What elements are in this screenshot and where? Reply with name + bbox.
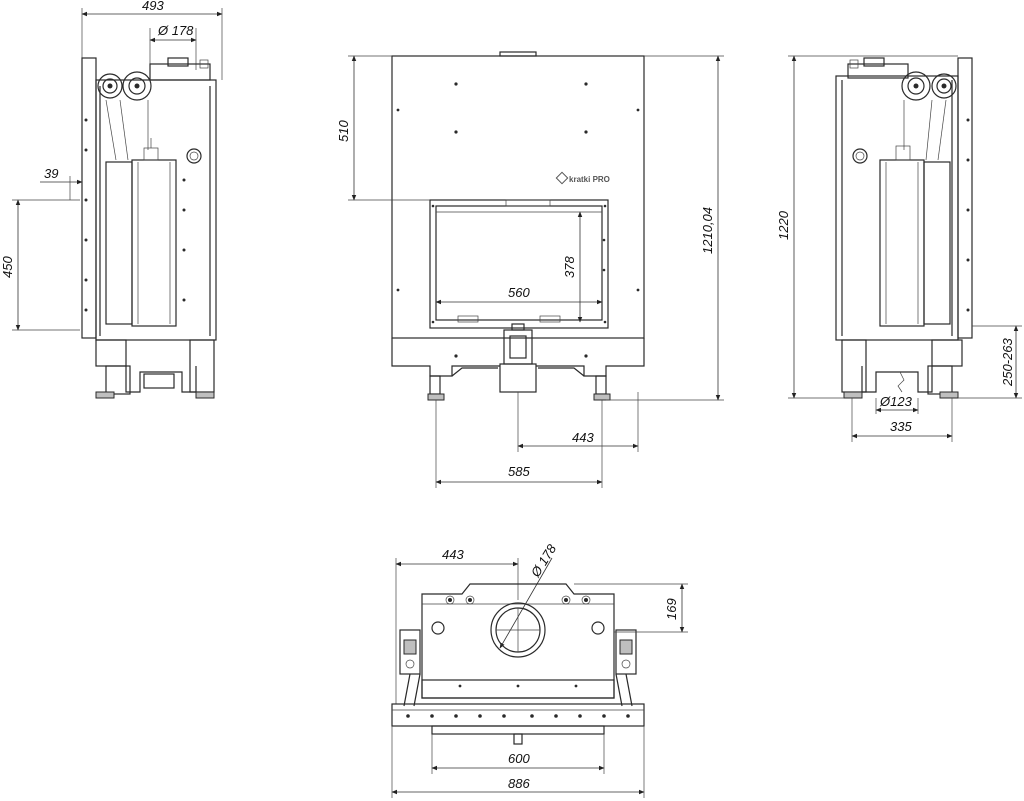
dim-left-width: 493 (142, 0, 164, 13)
dim-left-flue-diameter: Ø 178 (157, 23, 194, 38)
dim-front-glass-height: 378 (562, 256, 577, 278)
dim-top-outer-width: 886 (508, 776, 530, 791)
dim-top-offset: 443 (442, 547, 464, 562)
dim-left-offset: 39 (44, 166, 58, 181)
svg-text:kratki PRO: kratki PRO (569, 175, 610, 184)
dim-front-feet-width: 585 (508, 464, 530, 479)
left-side-view: 493 Ø 178 (0, 0, 223, 399)
dim-front-total-height: 1210,04 (700, 207, 715, 254)
dim-right-depth: 335 (890, 419, 912, 434)
dim-top-inner-width: 600 (508, 751, 530, 766)
top-view: 443 Ø 178 (391, 541, 688, 798)
dim-top-depth: 169 (664, 598, 679, 620)
dim-right-inlet-height: 250-263 (1000, 338, 1015, 387)
dim-right-height: 1220 (776, 210, 791, 240)
right-side-view: 1220 250-263 Ø123 335 (776, 55, 1022, 442)
brand-logo: kratki PRO (555, 171, 610, 185)
front-view: kratki PRO 560 378 510 (336, 51, 724, 488)
dim-front-top: 510 (336, 120, 351, 142)
dim-right-inlet-diameter: Ø123 (879, 394, 913, 409)
dim-front-center-offset: 443 (572, 430, 594, 445)
dim-top-flue-diameter: Ø 178 (527, 541, 559, 580)
dim-front-glass-width: 560 (508, 285, 530, 300)
dim-left-height: 450 (0, 256, 15, 278)
